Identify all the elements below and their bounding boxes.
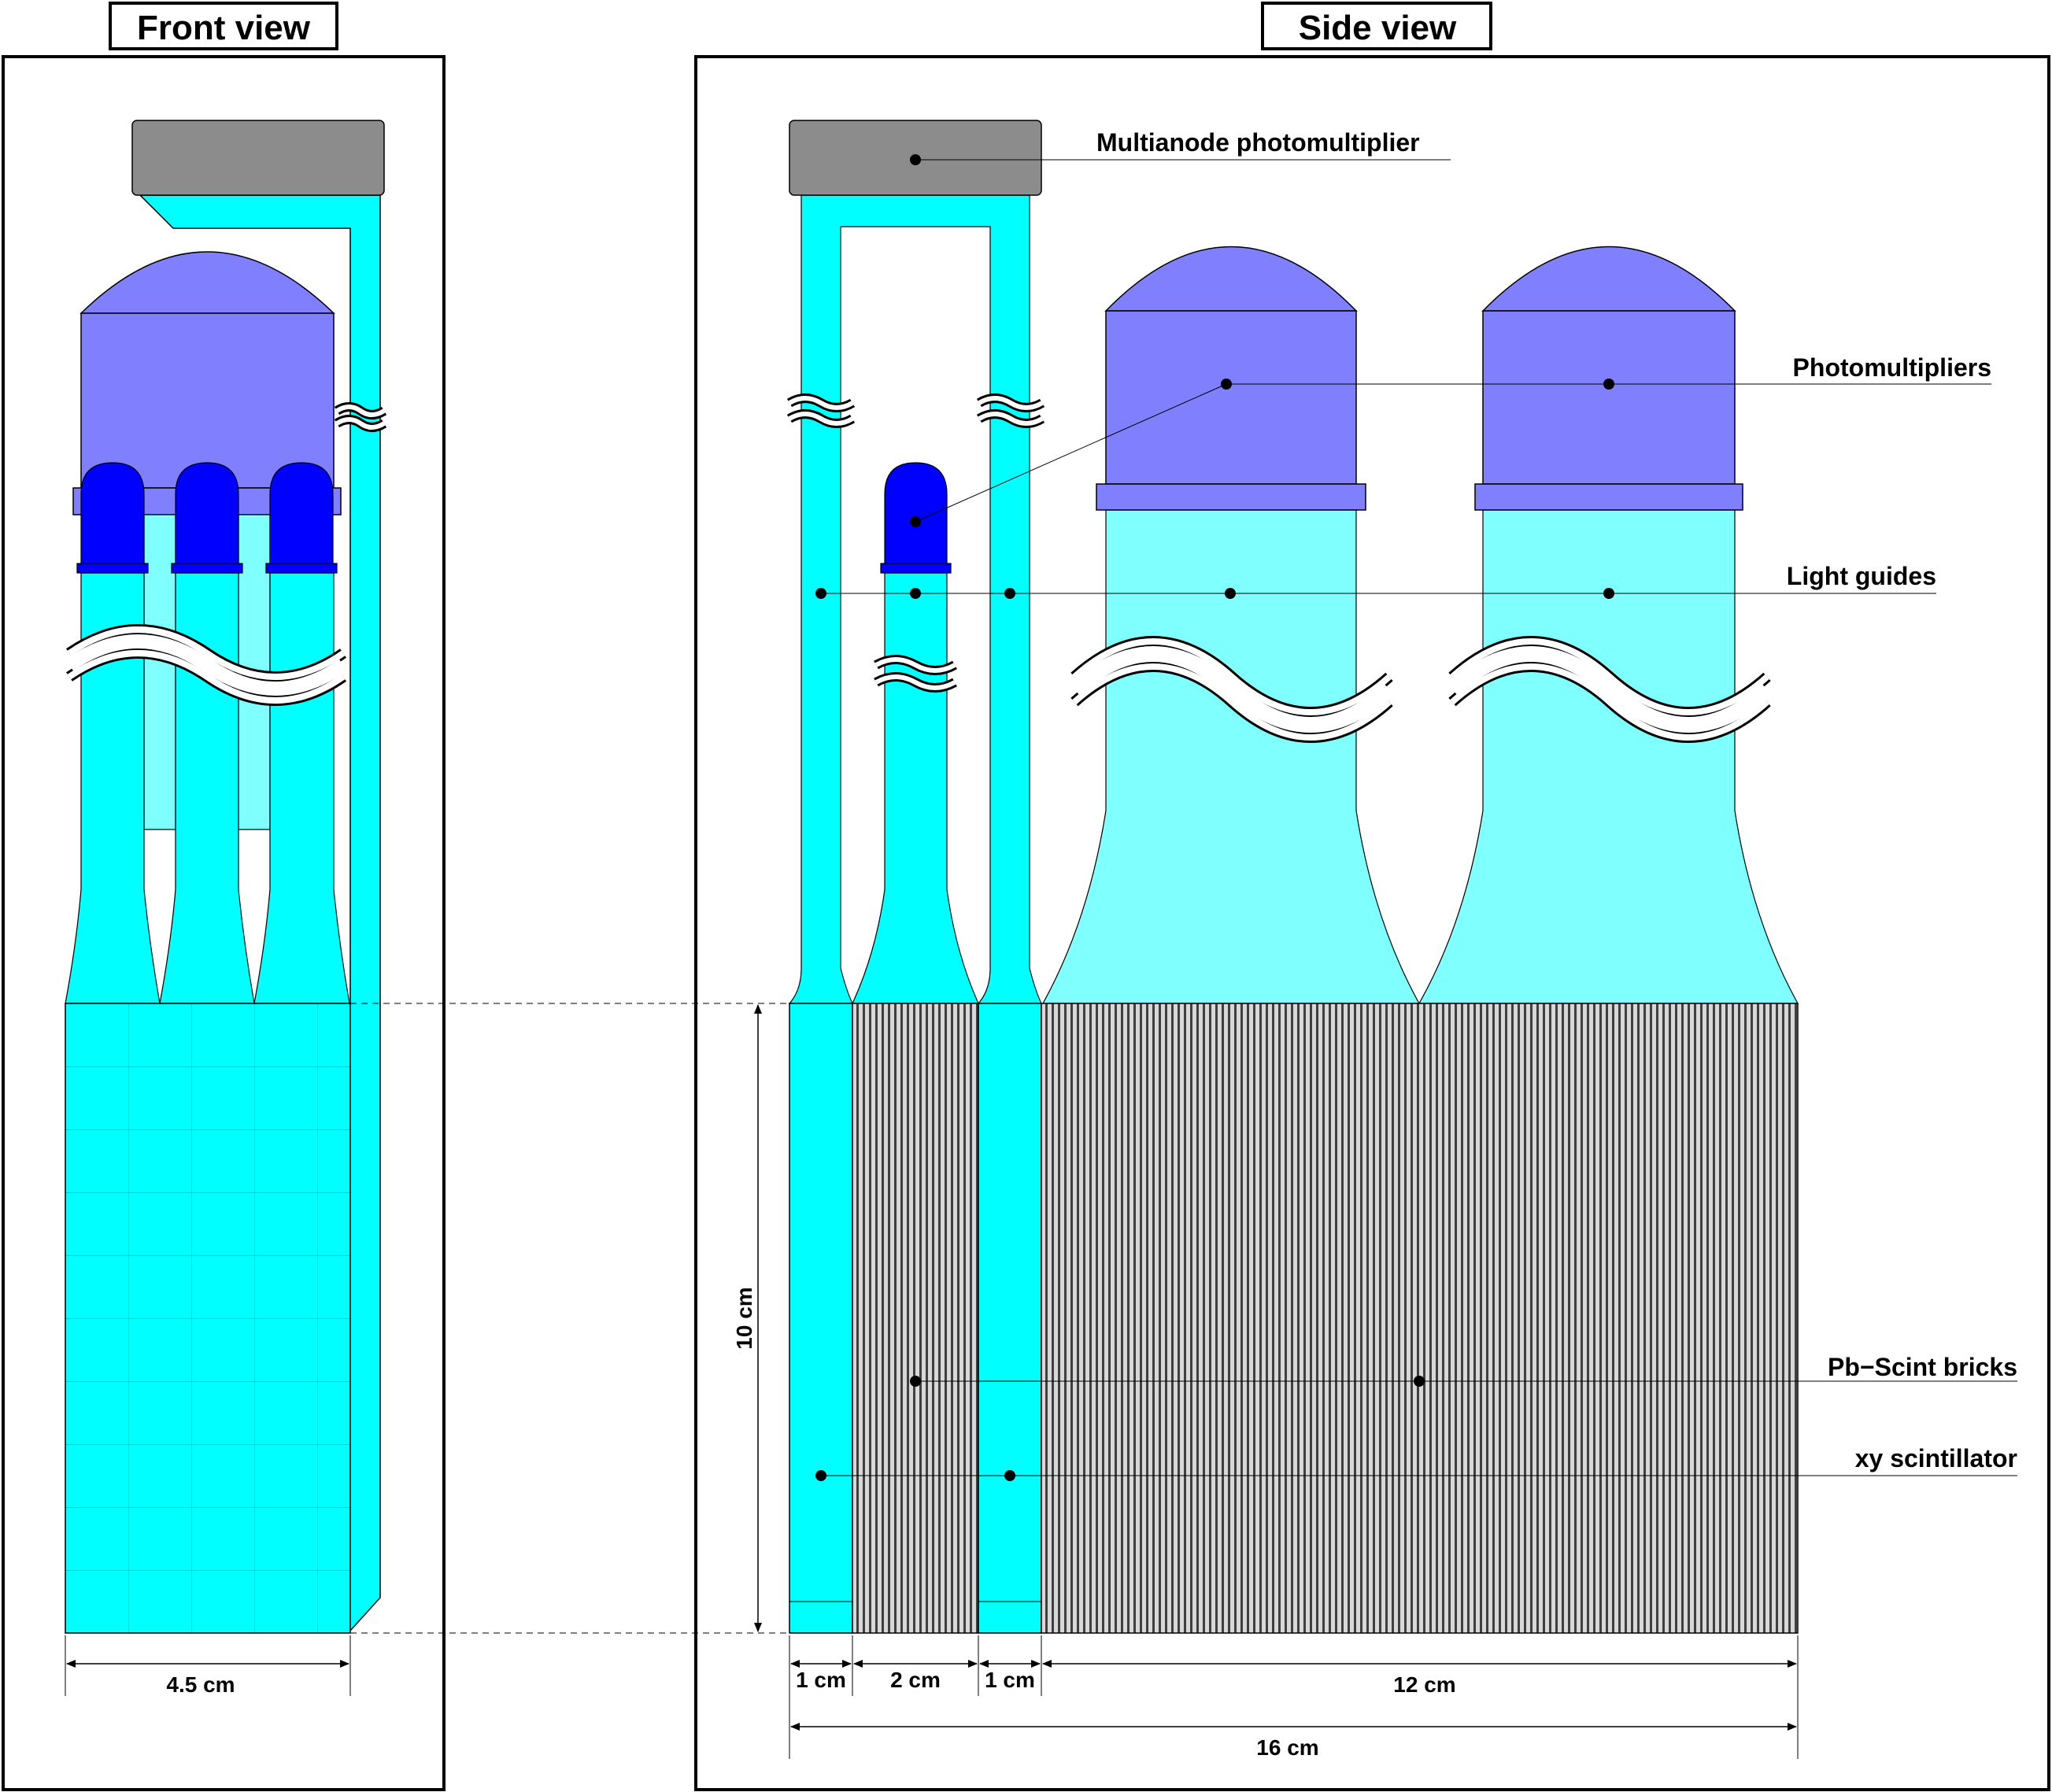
side-break-marks — [786, 394, 1773, 743]
side-pb-scint-brick-2 — [1041, 1003, 1799, 1634]
label-pb-scint: Pb−Scint bricks — [1828, 1353, 2017, 1381]
front-small-photomultipliers — [76, 462, 338, 574]
side-xy-light-guide — [788, 194, 1042, 1004]
side-pb-scint-brick-1 — [852, 1003, 979, 1634]
front-width-label: 4.5 cm — [166, 1672, 235, 1697]
front-view-title-text: Front view — [137, 9, 311, 47]
side-large-light-guides — [1041, 509, 1799, 1004]
leader-multianode: Multianode photomultiplier — [910, 128, 1451, 165]
front-photomultiplier — [72, 251, 342, 515]
leader-photomultipliers: Photomultipliers — [910, 353, 1991, 527]
front-view: Front view — [2, 2, 446, 1791]
front-scintillator-grid — [65, 1003, 351, 1634]
dim-seg2-label: 2 cm — [890, 1668, 941, 1692]
side-xy-scintillator-2 — [978, 1003, 1042, 1634]
front-break-mark-large — [65, 624, 348, 706]
side-small-light-guide — [852, 572, 979, 1004]
front-light-guides — [65, 514, 350, 1004]
leader-light-guides: Light guides — [815, 562, 1936, 599]
side-bottom-block — [789, 1003, 1799, 1634]
label-xy-scint: xy scintillator — [1855, 1444, 2017, 1472]
side-photomultiplier-2 — [1474, 246, 1743, 511]
dim-seg1-label: 1 cm — [796, 1668, 846, 1692]
leader-pb-scint: Pb−Scint bricks — [910, 1353, 2017, 1387]
front-view-frame — [2, 55, 446, 1791]
side-view-frame — [694, 55, 2050, 1791]
dim-total-label: 16 cm — [1256, 1735, 1318, 1760]
dim-seg3-label: 1 cm — [985, 1668, 1035, 1692]
label-multianode: Multianode photomultiplier — [1096, 128, 1420, 157]
side-width-dimensions: 1 cm 2 cm 1 cm 12 cm 16 cm — [789, 1635, 1799, 1760]
label-photomultipliers: Photomultipliers — [1793, 353, 1991, 382]
side-view-title-text: Side view — [1299, 9, 1457, 47]
side-view: Side view — [694, 2, 2050, 1791]
front-width-dimension: 4.5 cm — [65, 1635, 351, 1697]
front-break-mark-small — [334, 402, 387, 432]
front-multianode-housing — [131, 120, 385, 196]
height-label: 10 cm — [732, 1287, 756, 1349]
dim-seg4-label: 12 cm — [1393, 1672, 1455, 1697]
leader-xy-scint: xy scintillator — [815, 1444, 2017, 1481]
height-dimension: 10 cm — [732, 1004, 762, 1632]
label-light-guides: Light guides — [1787, 562, 1936, 590]
front-view-title: Front view — [109, 2, 338, 50]
side-xy-scintillator-1 — [789, 1003, 853, 1634]
side-view-title: Side view — [1261, 2, 1492, 50]
side-small-photomultiplier — [880, 462, 952, 574]
side-photomultiplier-1 — [1096, 246, 1366, 511]
